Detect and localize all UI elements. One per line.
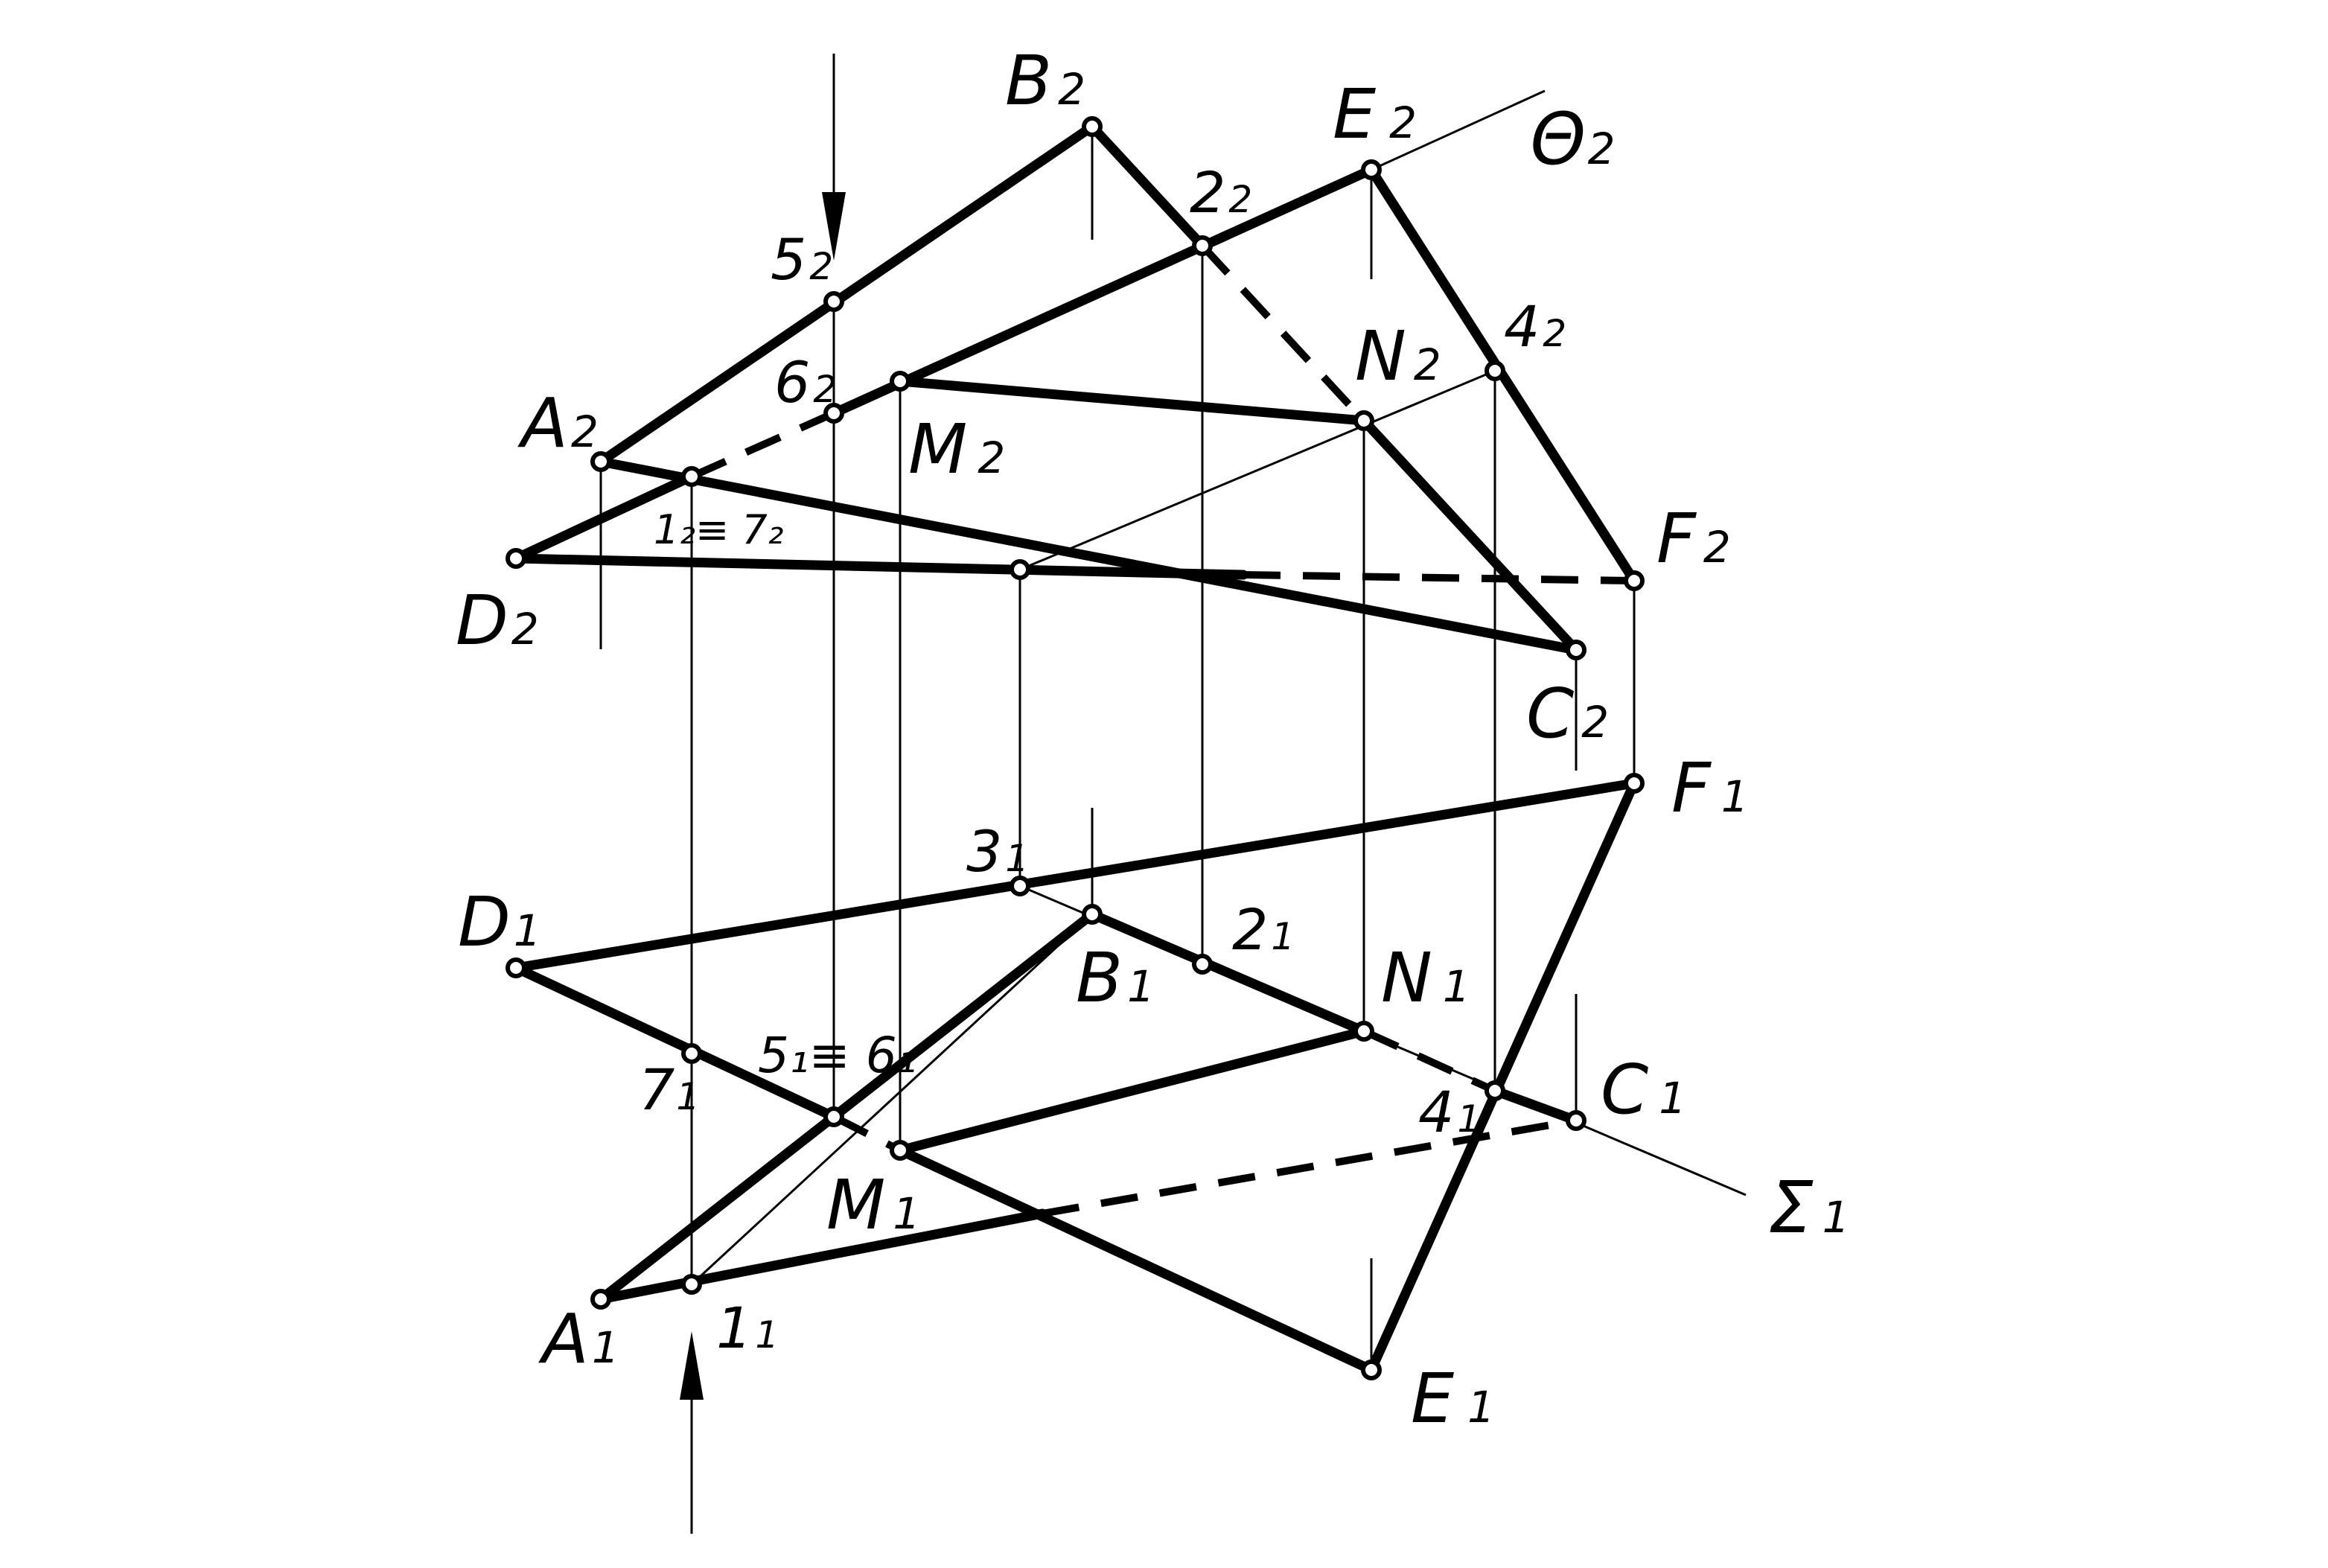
point-4-2 [1485, 360, 1505, 381]
edge-mid-c1-hidden [1042, 1117, 1577, 1217]
point-d2 [506, 548, 526, 569]
edge-1-2-6-2-hidden [689, 409, 836, 480]
edge-d2-6-2 [511, 471, 697, 564]
front-view [511, 121, 1639, 655]
point-6-2 [823, 403, 844, 424]
point-c2 [1566, 640, 1586, 660]
label-6-2: 62 [774, 349, 837, 415]
edge-b1-n1 [1087, 909, 1369, 1036]
edge-6-2-e2 [829, 165, 1377, 418]
edge-a1-b1 [596, 909, 1097, 1304]
edge-n2-c2 [1359, 415, 1581, 655]
point-m2 [890, 371, 911, 392]
point-1-1 [681, 1274, 702, 1295]
point-f1 [1624, 773, 1645, 794]
label-5-6-1: 5₁≡ 6₁ [758, 1027, 916, 1084]
theta-trace [1371, 89, 1546, 171]
point-b1 [1082, 904, 1103, 925]
edge-5-1-m1-hidden [832, 1113, 902, 1154]
point-2-1 [1192, 954, 1213, 975]
label-d2: D2 [456, 581, 539, 660]
aux-line-3-4-front [1019, 369, 1496, 571]
label-d1: D1 [458, 882, 541, 962]
label-5-2: 52 [771, 226, 833, 293]
line-m1-n1 [895, 1026, 1369, 1156]
label-a2: A2 [517, 383, 599, 463]
point-3-2 [1010, 559, 1030, 580]
label-1-1: 11 [716, 1295, 779, 1361]
top-view [511, 778, 1639, 1375]
point-n2 [1353, 410, 1374, 431]
line-m2-n2 [895, 376, 1369, 426]
edge-m1-e1 [895, 1145, 1377, 1375]
point-7-1 [681, 1043, 702, 1064]
aux-line-1-b-top [690, 913, 1094, 1286]
edge-a1-mid [596, 1208, 1047, 1304]
label-3-1: 31 [966, 818, 1029, 885]
point-b2 [1082, 116, 1103, 137]
point-3-1 [1010, 876, 1030, 896]
points [506, 116, 1645, 1380]
point-d1 [506, 957, 526, 978]
edge-d2-3 [511, 553, 1248, 580]
point-a1 [590, 1289, 611, 1310]
label-4-1: 41 [1418, 1079, 1481, 1145]
edge-b2-2-2 [1087, 121, 1208, 251]
label-theta2: Θ2 [1530, 98, 1615, 181]
point-2-2 [1192, 235, 1213, 256]
label-2-1: 21 [1232, 896, 1295, 963]
label-7-1: 71 [639, 1057, 700, 1123]
label-4-2: 42 [1504, 293, 1566, 360]
point-e2 [1361, 159, 1382, 180]
edge-3-f2-hidden [1243, 571, 1635, 584]
point-n1 [1353, 1021, 1374, 1042]
point-a2 [590, 451, 611, 472]
label-a1: A1 [538, 1299, 619, 1379]
label-1-7-2: 1₂≡ 7₂ [654, 506, 783, 553]
arrow-up-icon [680, 1331, 704, 1400]
point-4-1 [1485, 1080, 1505, 1101]
point-5-6-1 [823, 1106, 844, 1127]
edge-n1-4-1-hidden [1362, 1027, 1497, 1094]
edge-4-1-c1 [1490, 1086, 1581, 1126]
label-2-2: 22 [1190, 159, 1252, 226]
point-c1 [1566, 1110, 1586, 1131]
edge-d1-f1 [511, 778, 1639, 973]
construction-lines [599, 54, 1747, 1534]
edge-a2-b2 [596, 121, 1097, 467]
point-m1 [890, 1140, 911, 1161]
point-e1 [1361, 1360, 1382, 1380]
edge-2-2-n2-hidden [1199, 243, 1367, 424]
edge-d1-5-1 [511, 963, 839, 1122]
edge-a2-c2 [596, 456, 1581, 655]
point-1-7-2 [681, 466, 702, 487]
point-5-2 [823, 291, 844, 312]
edge-f1-e1 [1366, 778, 1639, 1375]
point-f2 [1624, 570, 1645, 591]
arrow-down-icon [822, 192, 846, 261]
